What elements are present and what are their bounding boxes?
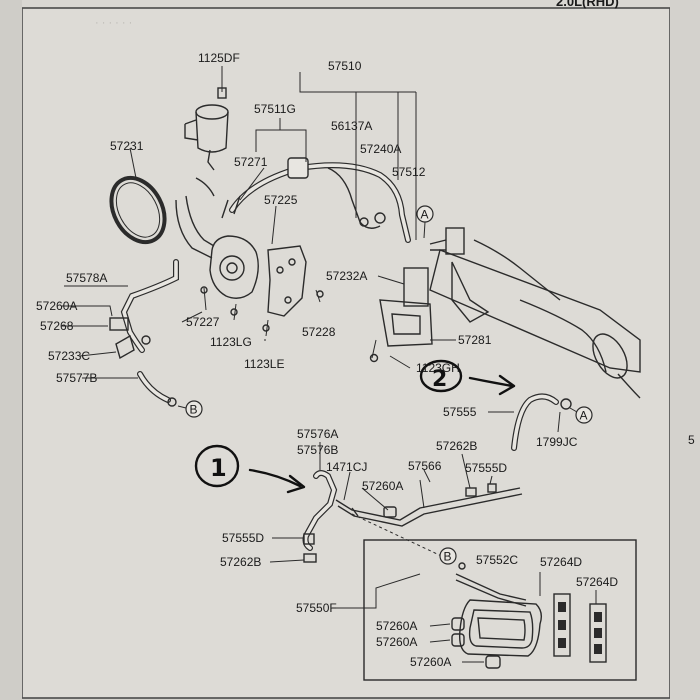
label-1799JC: 1799JC [536, 435, 578, 449]
leader-lines [62, 72, 597, 663]
mount-bracket-part [369, 267, 433, 363]
clamp-parts [553, 593, 607, 663]
label-57260A-top: 57260A [36, 299, 77, 313]
label-57231: 57231 [110, 139, 144, 153]
label-57228: 57228 [302, 325, 336, 339]
cooler-line-part [302, 470, 523, 563]
pressure-hose-part [221, 157, 411, 243]
label-57512: 57512 [392, 165, 426, 179]
handwritten-arrow-1 [248, 468, 306, 494]
label-57511G: 57511G [254, 102, 296, 116]
svg-text:A: A [421, 208, 429, 222]
svg-text:A: A [580, 409, 588, 423]
label-57268: 57268 [40, 319, 74, 333]
svg-text:B: B [190, 403, 198, 417]
steering-gear-part [429, 227, 641, 399]
reservoir-part [184, 66, 229, 171]
label-57233C: 57233C [48, 349, 90, 363]
pump-part [175, 177, 259, 299]
label-57576A: 57576A [297, 427, 338, 441]
label-57577B: 57577B [56, 371, 97, 385]
label-57555D-right: 57555D [465, 461, 507, 475]
label-57576B: 57576B [297, 443, 338, 457]
ghost-text: · · · · · · [95, 17, 132, 29]
corner-label: 2.0L(RHD) [556, 0, 619, 9]
label-57260A-mid: 57260A [362, 479, 403, 493]
label-57240A: 57240A [360, 142, 401, 156]
label-57510: 57510 [328, 59, 362, 73]
label-57264D-a: 57264D [540, 555, 582, 569]
cooler-coil-part [455, 562, 543, 657]
callout-a-top: A [416, 205, 434, 239]
label-57260A-box-3: 57260A [410, 655, 451, 669]
handwritten-arrow-2 [468, 374, 516, 396]
small-clamp-parts [451, 617, 501, 669]
label-57555D-left: 57555D [222, 531, 264, 545]
label-57260A-box-2: 57260A [376, 635, 417, 649]
label-57225: 57225 [264, 193, 298, 207]
left-margin [0, 0, 22, 700]
label-57271: 57271 [234, 155, 268, 169]
return-hose-left-part [109, 259, 179, 407]
label-57264D-b: 57264D [576, 575, 618, 589]
svg-text:2: 2 [432, 367, 447, 392]
label-1123GH: 1123GH [416, 361, 460, 375]
callout-b-box: B [439, 547, 457, 565]
handwritten-circle-1: 1 [194, 444, 240, 488]
label-57566: 57566 [408, 459, 442, 473]
callout-a-right: A [569, 406, 593, 424]
label-57555: 57555 [443, 405, 477, 419]
label-57262B-left: 57262B [220, 555, 261, 569]
label-1123LE: 1123LE [244, 357, 284, 371]
label-1471CJ: 1471CJ [326, 460, 367, 474]
label-57281: 57281 [458, 333, 492, 347]
right-margin [670, 0, 700, 700]
pump-bracket-part [200, 245, 324, 337]
label-57550F: 57550F [296, 601, 337, 615]
label-56137A: 56137A [331, 119, 372, 133]
cooler-inset-box [363, 539, 637, 681]
label-1125DF: 1125DF [198, 51, 240, 65]
label-57232A: 57232A [326, 269, 367, 283]
dashed-leader [351, 513, 451, 561]
callout-b-left: B [177, 400, 203, 418]
belt-ring-part [109, 147, 167, 245]
return-hose-right-part [511, 393, 572, 451]
label-57552C: 57552C [476, 553, 518, 567]
svg-text:1: 1 [210, 454, 227, 482]
label-57227: 57227 [186, 315, 220, 329]
handwritten-circle-2: 2 [419, 359, 463, 393]
label-edge-5: 5 [688, 433, 695, 447]
label-57262B-right: 57262B [436, 439, 477, 453]
svg-text:B: B [444, 550, 452, 564]
label-57260A-box-1: 57260A [376, 619, 417, 633]
label-1123LG: 1123LG [210, 335, 252, 349]
label-57578A: 57578A [66, 271, 107, 285]
